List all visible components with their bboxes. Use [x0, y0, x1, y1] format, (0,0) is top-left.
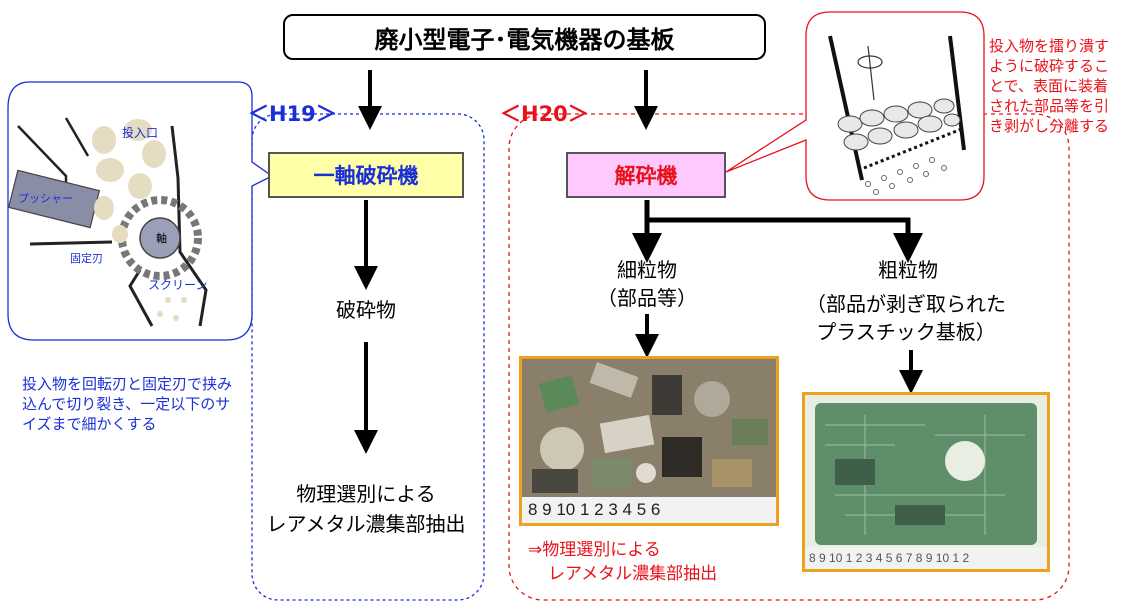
- era-label-h19: ＜H19＞: [248, 102, 337, 126]
- h20-description-note: 投入物を擂り潰すように破砕することで、表面に装着された部品等を引き剥がし分離する: [989, 37, 1110, 135]
- h20-fine-extraction-line2: レアメタル濃集部抽出: [548, 564, 718, 584]
- machine-single-shaft-crusher: 一軸破砕機: [268, 152, 464, 198]
- h19-final-line2: レアメタル濃集部抽出: [266, 512, 466, 536]
- fine-ruler: 8 9 10 1 2 3 4 5 6: [522, 497, 776, 523]
- h20-coarse-line2: （部品が剥ぎ取られた: [806, 292, 1006, 316]
- machine-disintegrator: 解砕機: [566, 152, 726, 198]
- single-shaft-crusher-illustration: [7, 117, 208, 327]
- label-fixed-blade: 固定刃: [70, 252, 103, 265]
- h20-coarse-line3: プラスチック基板）: [816, 320, 996, 344]
- label-inlet: 投入口: [122, 126, 159, 140]
- label-pusher: プッシャー: [18, 192, 73, 205]
- disintegrator-illustration: [828, 35, 966, 195]
- h20-callout-bubble: [725, 11, 985, 201]
- stripped-board-image: [805, 395, 1047, 569]
- h20-fine-line2: （部品等）: [597, 286, 697, 310]
- label-shaft: 軸: [156, 232, 167, 245]
- h19-description-note: 投入物を回転刃と固定刃で挟み込んで切り裂き、一定以下のサイズまで細かくする: [22, 375, 233, 433]
- label-screen: スクリーン: [148, 278, 208, 292]
- page-title: 廃小型電子･電気機器の基板: [283, 14, 766, 60]
- board-ruler: 8 9 10 1 2 3 4 5 6 7 8 9 10 1 2: [805, 547, 1047, 569]
- h20-fine-extraction-line1: ⇒物理選別による: [528, 540, 661, 560]
- h20-fine-extraction-note: ⇒物理選別による レアメタル濃集部抽出: [528, 538, 717, 586]
- era-label-h20: ＜H20＞: [500, 102, 589, 126]
- h19-callout-bubble: [7, 81, 274, 341]
- h20-region: [508, 113, 1070, 601]
- h19-product-label: 破砕物: [336, 298, 396, 322]
- h19-final-line1: 物理選別による: [296, 482, 436, 506]
- fine-particles-photo: 8 9 10 1 2 3 4 5 6: [519, 356, 779, 526]
- stripped-board-photo: 8 9 10 1 2 3 4 5 6 7 8 9 10 1 2: [802, 392, 1050, 572]
- h20-fine-line1: 細粒物: [617, 258, 677, 282]
- h20-coarse-line1: 粗粒物: [878, 258, 938, 282]
